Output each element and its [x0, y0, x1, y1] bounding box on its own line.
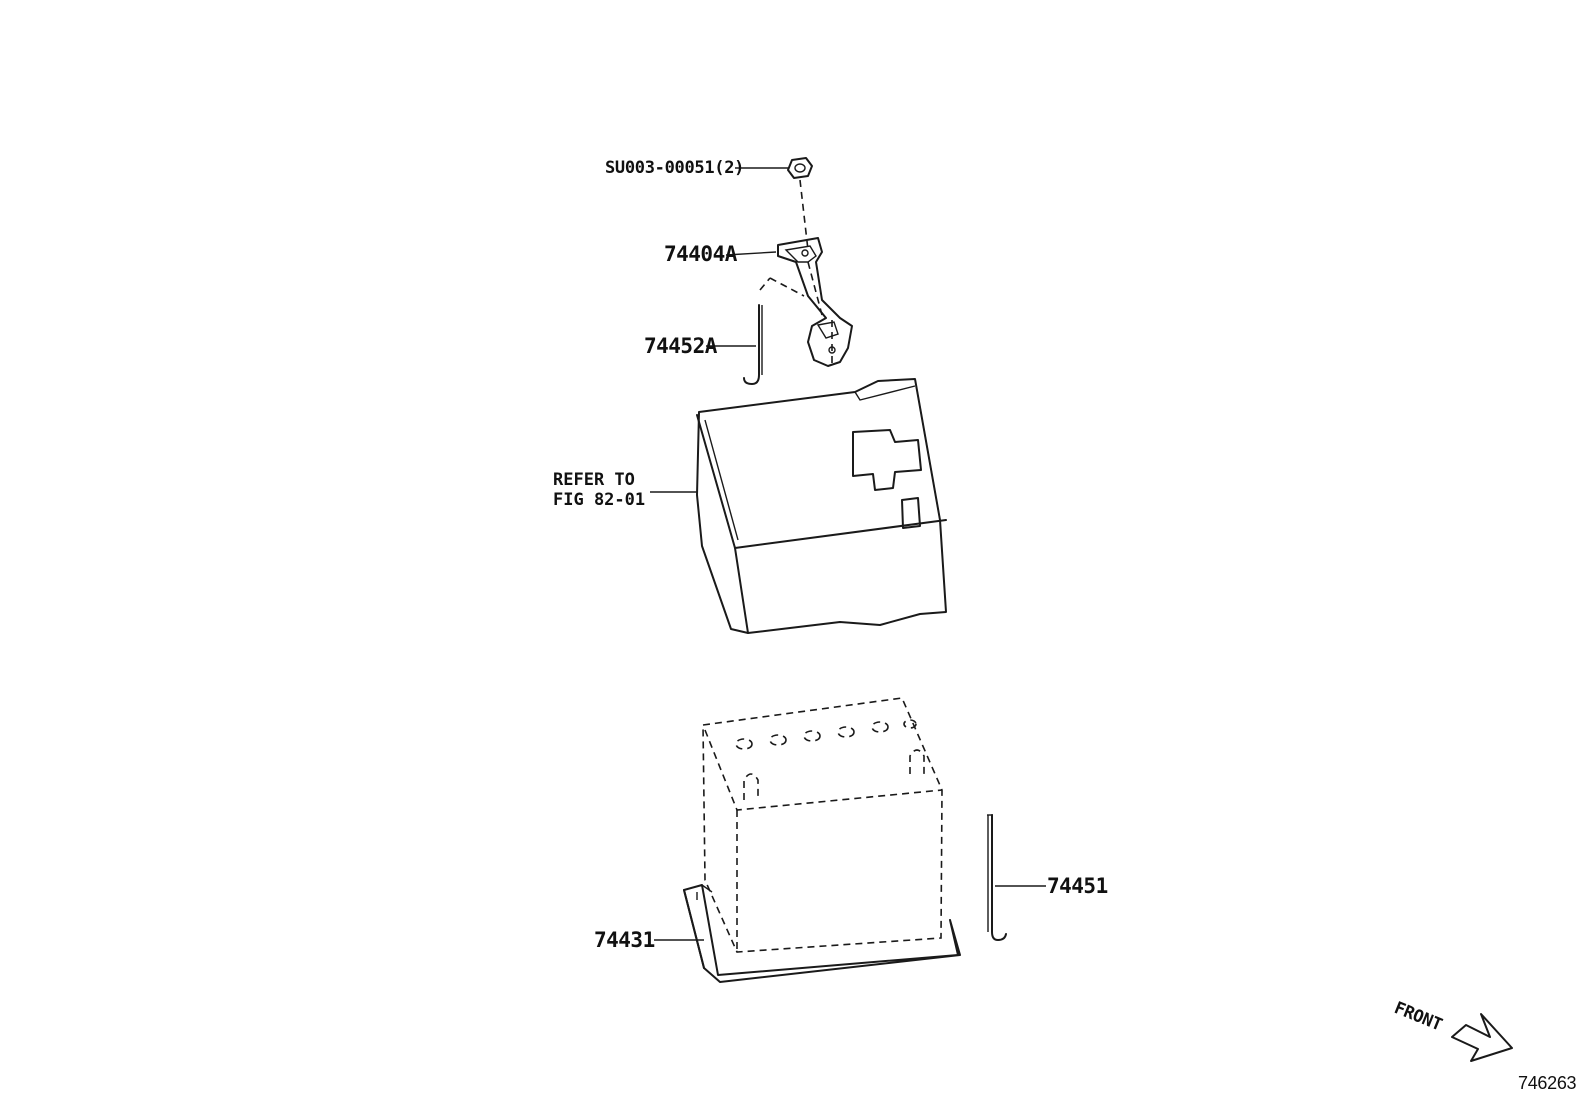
figure-number: 746263 — [1518, 1073, 1577, 1093]
label-tray-ref-line1: REFER TO — [553, 470, 635, 490]
battery-dashed — [702, 697, 943, 953]
clamp-part[interactable] — [725, 237, 853, 367]
label-tray: 74431 — [594, 928, 655, 952]
label-nut: SU003-00051(2) — [605, 158, 745, 178]
nut-part[interactable] — [735, 157, 813, 251]
battery-bolt[interactable] — [987, 814, 1046, 941]
label-tray-ref-line2: FIG 82-01 — [553, 490, 646, 510]
label-clamp: 74404A — [664, 242, 737, 266]
battery-plate[interactable] — [654, 884, 961, 983]
front-arrow-icon — [1451, 1013, 1513, 1062]
label-clamp-bolt: 74452A — [644, 334, 717, 358]
clamp-bolt-part[interactable] — [706, 277, 805, 385]
label-bolt: 74451 — [1047, 874, 1108, 898]
battery-tray-box[interactable] — [650, 378, 947, 634]
